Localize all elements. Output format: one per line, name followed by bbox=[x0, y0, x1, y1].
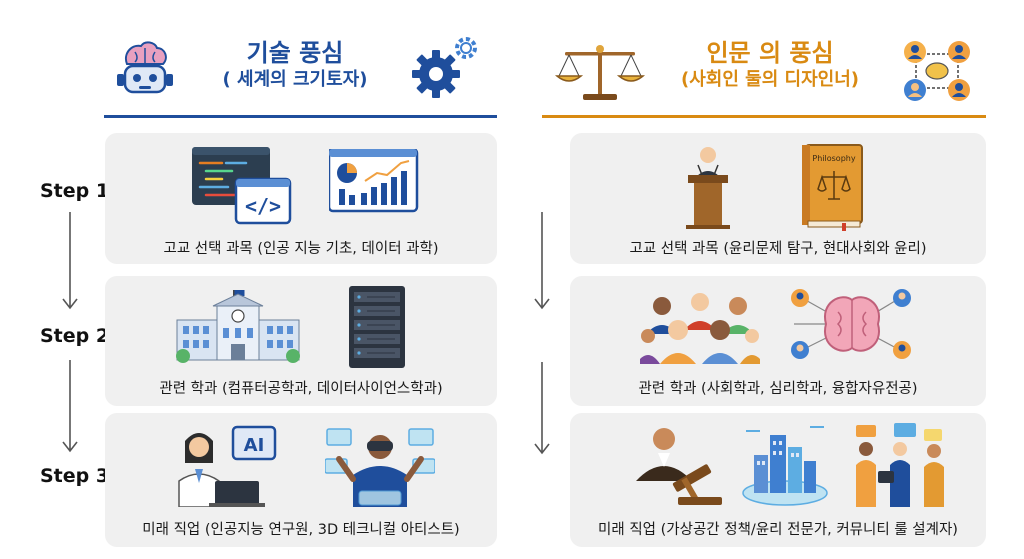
flow-arrow-2 bbox=[60, 360, 80, 455]
university-building-icon bbox=[173, 286, 303, 366]
humanities-step3-panel: 미래 직업 (가상공간 정책/윤리 전문가, 커뮤니티 룰 설계자) bbox=[570, 413, 986, 547]
tech-step3-panel: AI 미래 직업 (인공지능 연구원, 3D 테크니컬 아티스트) bbox=[105, 413, 497, 547]
podium-speaker-icon bbox=[678, 145, 738, 229]
server-rack-icon bbox=[349, 286, 405, 368]
gears-icon bbox=[408, 34, 480, 104]
scales-icon bbox=[555, 40, 645, 104]
humanities-subtitle: (사회인 둘의 디자인너) bbox=[645, 68, 895, 92]
brain-robot-icon bbox=[113, 36, 177, 100]
philosophy-book-icon: Philosophy bbox=[802, 143, 864, 231]
code-window-icon: </> bbox=[192, 147, 292, 227]
team-meeting-icon bbox=[850, 421, 950, 509]
book-title-label: Philosophy bbox=[812, 154, 855, 163]
humanities-step1-caption: 고교 선택 과목 (윤리문제 탐구, 현대사회와 윤리) bbox=[570, 237, 986, 258]
humanities-divider bbox=[542, 115, 986, 118]
humanities-step1-panel: Philosophy 고교 선택 과목 (윤리문제 탐구, 현대사회와 윤리) bbox=[570, 133, 986, 264]
step-2-label: Step 2 bbox=[40, 325, 109, 347]
flow-arrow-4 bbox=[532, 362, 552, 457]
brain-network-icon bbox=[786, 284, 916, 366]
vr-artist-icon bbox=[325, 423, 435, 507]
tech-divider bbox=[104, 115, 497, 118]
humanities-title: 인문 의 풍심 bbox=[645, 38, 895, 68]
flow-arrow-1 bbox=[60, 212, 80, 312]
humanities-step2-panel: 관련 학과 (사회학과, 심리학과, 융합자유전공) bbox=[570, 276, 986, 406]
analytics-dashboard-icon bbox=[329, 149, 419, 213]
network-people-icon bbox=[902, 38, 972, 104]
step-1-label: Step 1 bbox=[40, 180, 109, 202]
humanities-step2-caption: 관련 학과 (사회학과, 심리학과, 융합자유전공) bbox=[570, 377, 986, 398]
ai-researcher-icon: AI bbox=[175, 423, 285, 507]
tech-subtitle: ( 세계의 크기토자) bbox=[180, 68, 410, 92]
tech-title: 기술 풍심 bbox=[180, 38, 410, 68]
ai-screen-label: AI bbox=[244, 435, 265, 456]
tech-step2-caption: 관련 학과 (컴퓨터공학과, 데이터사이언스학과) bbox=[105, 377, 497, 398]
tech-step1-caption: 고교 선택 과목 (인공 지능 기초, 데이터 과학) bbox=[105, 237, 497, 258]
code-window-label: </> bbox=[245, 194, 281, 218]
judge-gavel-icon bbox=[628, 421, 728, 507]
flow-arrow-3 bbox=[532, 212, 552, 312]
humanities-step3-caption: 미래 직업 (가상공간 정책/윤리 전문가, 커뮤니티 룰 설계자) bbox=[570, 518, 986, 539]
tech-step3-caption: 미래 직업 (인공지능 연구원, 3D 테크니컬 아티스트) bbox=[105, 518, 497, 539]
virtual-city-icon bbox=[740, 421, 830, 507]
people-group-icon bbox=[640, 286, 760, 366]
tech-step2-panel: 관련 학과 (컴퓨터공학과, 데이터사이언스학과) bbox=[105, 276, 497, 406]
step-3-label: Step 3 bbox=[40, 465, 109, 487]
tech-step1-panel: </> 고교 선택 과목 (인공 지능 기초, 데이터 과학) bbox=[105, 133, 497, 264]
